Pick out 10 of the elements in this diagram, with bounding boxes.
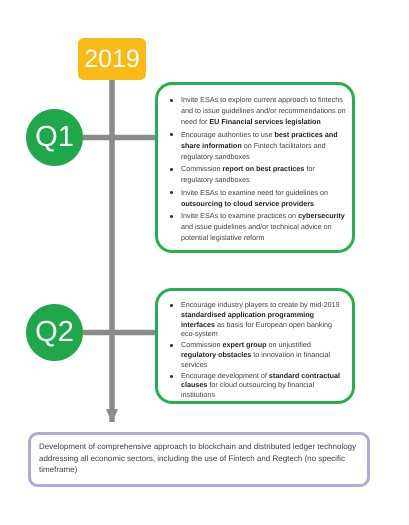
note-box bbox=[28, 432, 370, 487]
quarter-circle: Q1 bbox=[26, 109, 83, 166]
quarter-circle: Q2 bbox=[26, 304, 83, 361]
connector-line bbox=[83, 330, 155, 336]
connector-line bbox=[83, 134, 155, 140]
action-list-box bbox=[155, 82, 355, 253]
timeline-arrow bbox=[106, 80, 118, 423]
note-text: Development of comprehensive approach to blockchain and distributed ledger technology addressing all economic sectors, including the use of Fintech and Regtech (no specific timeframe) bbox=[39, 441, 358, 476]
action-list-box bbox=[155, 288, 355, 404]
year-badge: 2019 bbox=[78, 38, 146, 80]
